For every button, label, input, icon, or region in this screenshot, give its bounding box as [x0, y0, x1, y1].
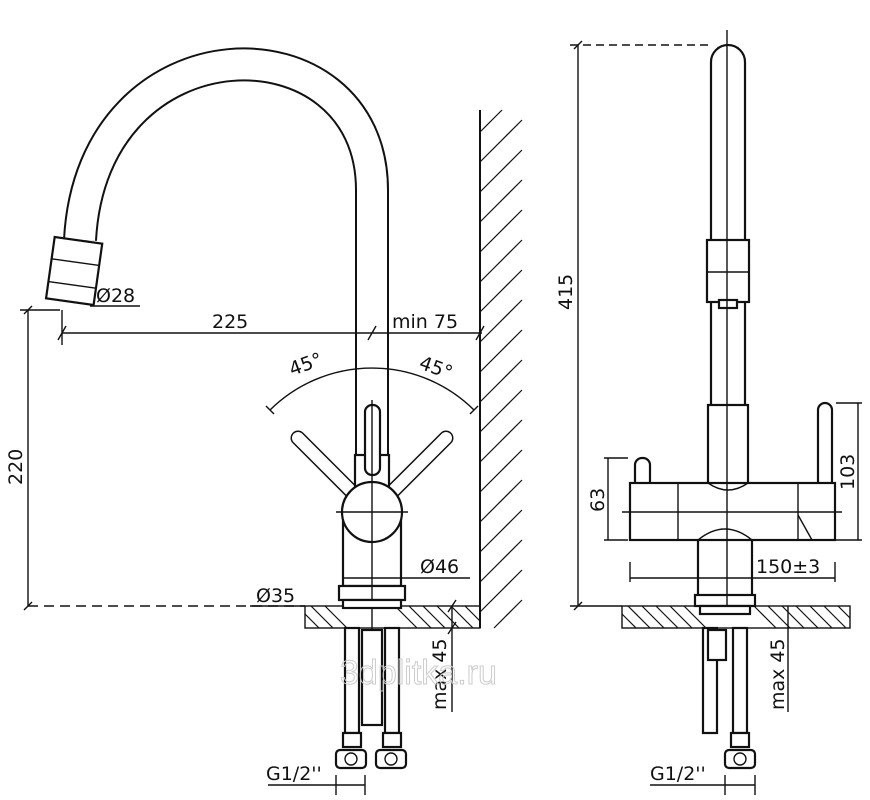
- hatch-line: [479, 449, 523, 493]
- hatch-line: [479, 299, 523, 343]
- hatch-line: [304, 613, 320, 629]
- hatch-line: [479, 539, 523, 583]
- hatch-line: [479, 389, 523, 433]
- label-max-thickness-front: max 45: [767, 638, 789, 710]
- label-lever-height: 103: [837, 454, 859, 490]
- front-hoses: [698, 604, 757, 770]
- hatch-line: [394, 605, 418, 629]
- hatch-line: [809, 605, 833, 629]
- spout-fill: [65, 49, 387, 470]
- hatch-line: [837, 605, 851, 619]
- label-total-height: 415: [555, 274, 577, 310]
- label-connection-front: G1/2'': [650, 763, 706, 785]
- label-reach: 225: [212, 311, 248, 333]
- hatch-line: [627, 605, 651, 629]
- hatch-line: [641, 605, 665, 629]
- hatch-line: [436, 605, 460, 629]
- hatch-line: [479, 509, 523, 553]
- hatch-line: [479, 239, 523, 283]
- label-spout-height: 220: [5, 449, 27, 485]
- hatch-line: [479, 329, 523, 373]
- lever-right: [816, 401, 834, 490]
- nozzle: [44, 235, 104, 307]
- hatch-line: [479, 479, 523, 523]
- hatch-line: [479, 109, 503, 133]
- label-angle-right: 45°: [416, 352, 455, 384]
- hatch-line: [767, 605, 791, 629]
- hatch-line: [479, 569, 523, 613]
- label-nozzle-diameter: Ø28: [96, 285, 135, 307]
- hatching: [304, 109, 851, 629]
- hatch-line: [479, 179, 523, 223]
- base-stem: [696, 533, 754, 599]
- hatch-line: [669, 605, 693, 629]
- hatch-line: [464, 605, 481, 622]
- label-wall-clearance: min 75: [392, 311, 458, 333]
- label-angle-left: 45°: [286, 349, 325, 381]
- front-dimensions: [570, 40, 862, 795]
- label-max-thickness: max 45: [429, 638, 451, 710]
- hatch-line: [479, 419, 523, 463]
- hatch-line: [493, 599, 523, 629]
- label-mount-diameter: Ø35: [256, 585, 295, 607]
- label-body-width: 150±3: [756, 556, 820, 578]
- hatch-line: [479, 149, 523, 193]
- hatch-line: [479, 269, 523, 313]
- hatch-line: [753, 605, 777, 629]
- hatch-line: [655, 605, 679, 629]
- hatch-line: [479, 359, 523, 403]
- label-body-diameter: Ø46: [420, 556, 459, 578]
- front-view: 415 63 103 150±3 max 45 G1/2'': [555, 30, 862, 795]
- hatch-line: [781, 605, 805, 629]
- sprayhead: [705, 238, 751, 304]
- spout-base: [706, 403, 750, 487]
- hatch-line: [823, 605, 847, 629]
- hatch-line: [450, 605, 474, 629]
- flange-front: [693, 593, 757, 608]
- hatch-line: [310, 605, 334, 629]
- side-view: Ø28 225 min 75 45° 45° 220 Ø46 Ø35 max 4…: [5, 47, 485, 795]
- hatch-line: [795, 605, 819, 629]
- watermark: 3dplitka.ru: [340, 654, 497, 692]
- hatch-line: [324, 605, 348, 629]
- hatch-line: [479, 119, 523, 163]
- label-connection: G1/2'': [266, 763, 322, 785]
- hatch-line: [621, 613, 637, 629]
- hatch-line: [683, 605, 707, 629]
- supply-hoses: [334, 598, 408, 770]
- hatch-line: [408, 605, 432, 629]
- label-body-height: 63: [587, 488, 609, 512]
- hatch-line: [479, 209, 523, 253]
- hatch-line: [422, 605, 446, 629]
- side-dimensions: [20, 305, 485, 795]
